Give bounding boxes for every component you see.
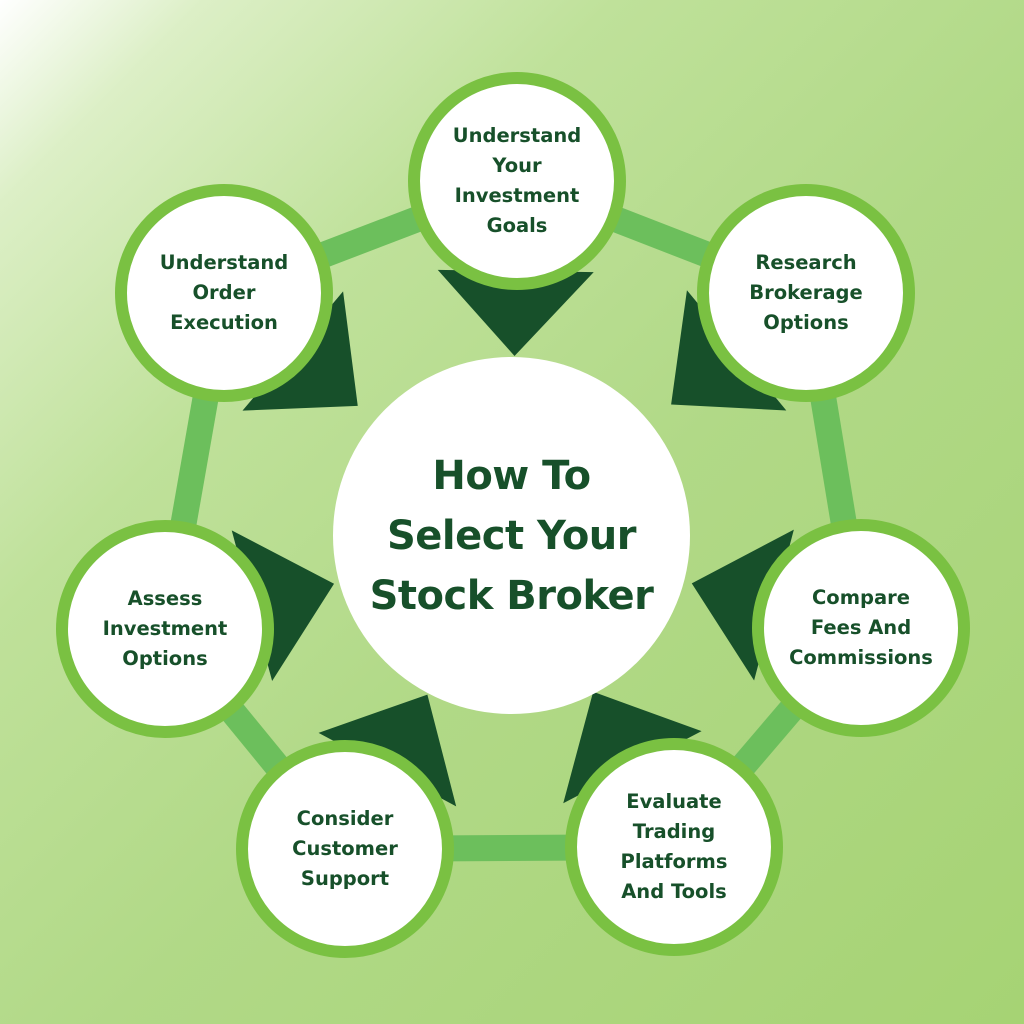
step-label: Consider Customer Support (292, 807, 398, 890)
step-assess-options: Assess Investment Options (56, 520, 274, 738)
step-compare-fees: Compare Fees And Commissions (752, 519, 970, 737)
step-label: Understand Order Execution (159, 251, 289, 334)
step-label: Compare Fees And Commissions (789, 586, 933, 669)
step-label: Research Brokerage Options (749, 251, 863, 334)
step-label: Assess Investment Options (102, 587, 228, 670)
center-hub: How To Select Your Stock Broker (333, 357, 690, 714)
step-research-brokerage: Research Brokerage Options (697, 184, 915, 402)
step-customer-support: Consider Customer Support (236, 740, 454, 958)
diagram-title: How To Select Your Stock Broker (369, 452, 654, 619)
step-understand-goals: Understand Your Investment Goals (408, 72, 626, 290)
step-label: Evaluate Trading Platforms And Tools (620, 790, 728, 903)
step-evaluate-platforms: Evaluate Trading Platforms And Tools (565, 738, 783, 956)
step-order-execution: Understand Order Execution (115, 184, 333, 402)
step-label: Understand Your Investment Goals (452, 124, 582, 237)
